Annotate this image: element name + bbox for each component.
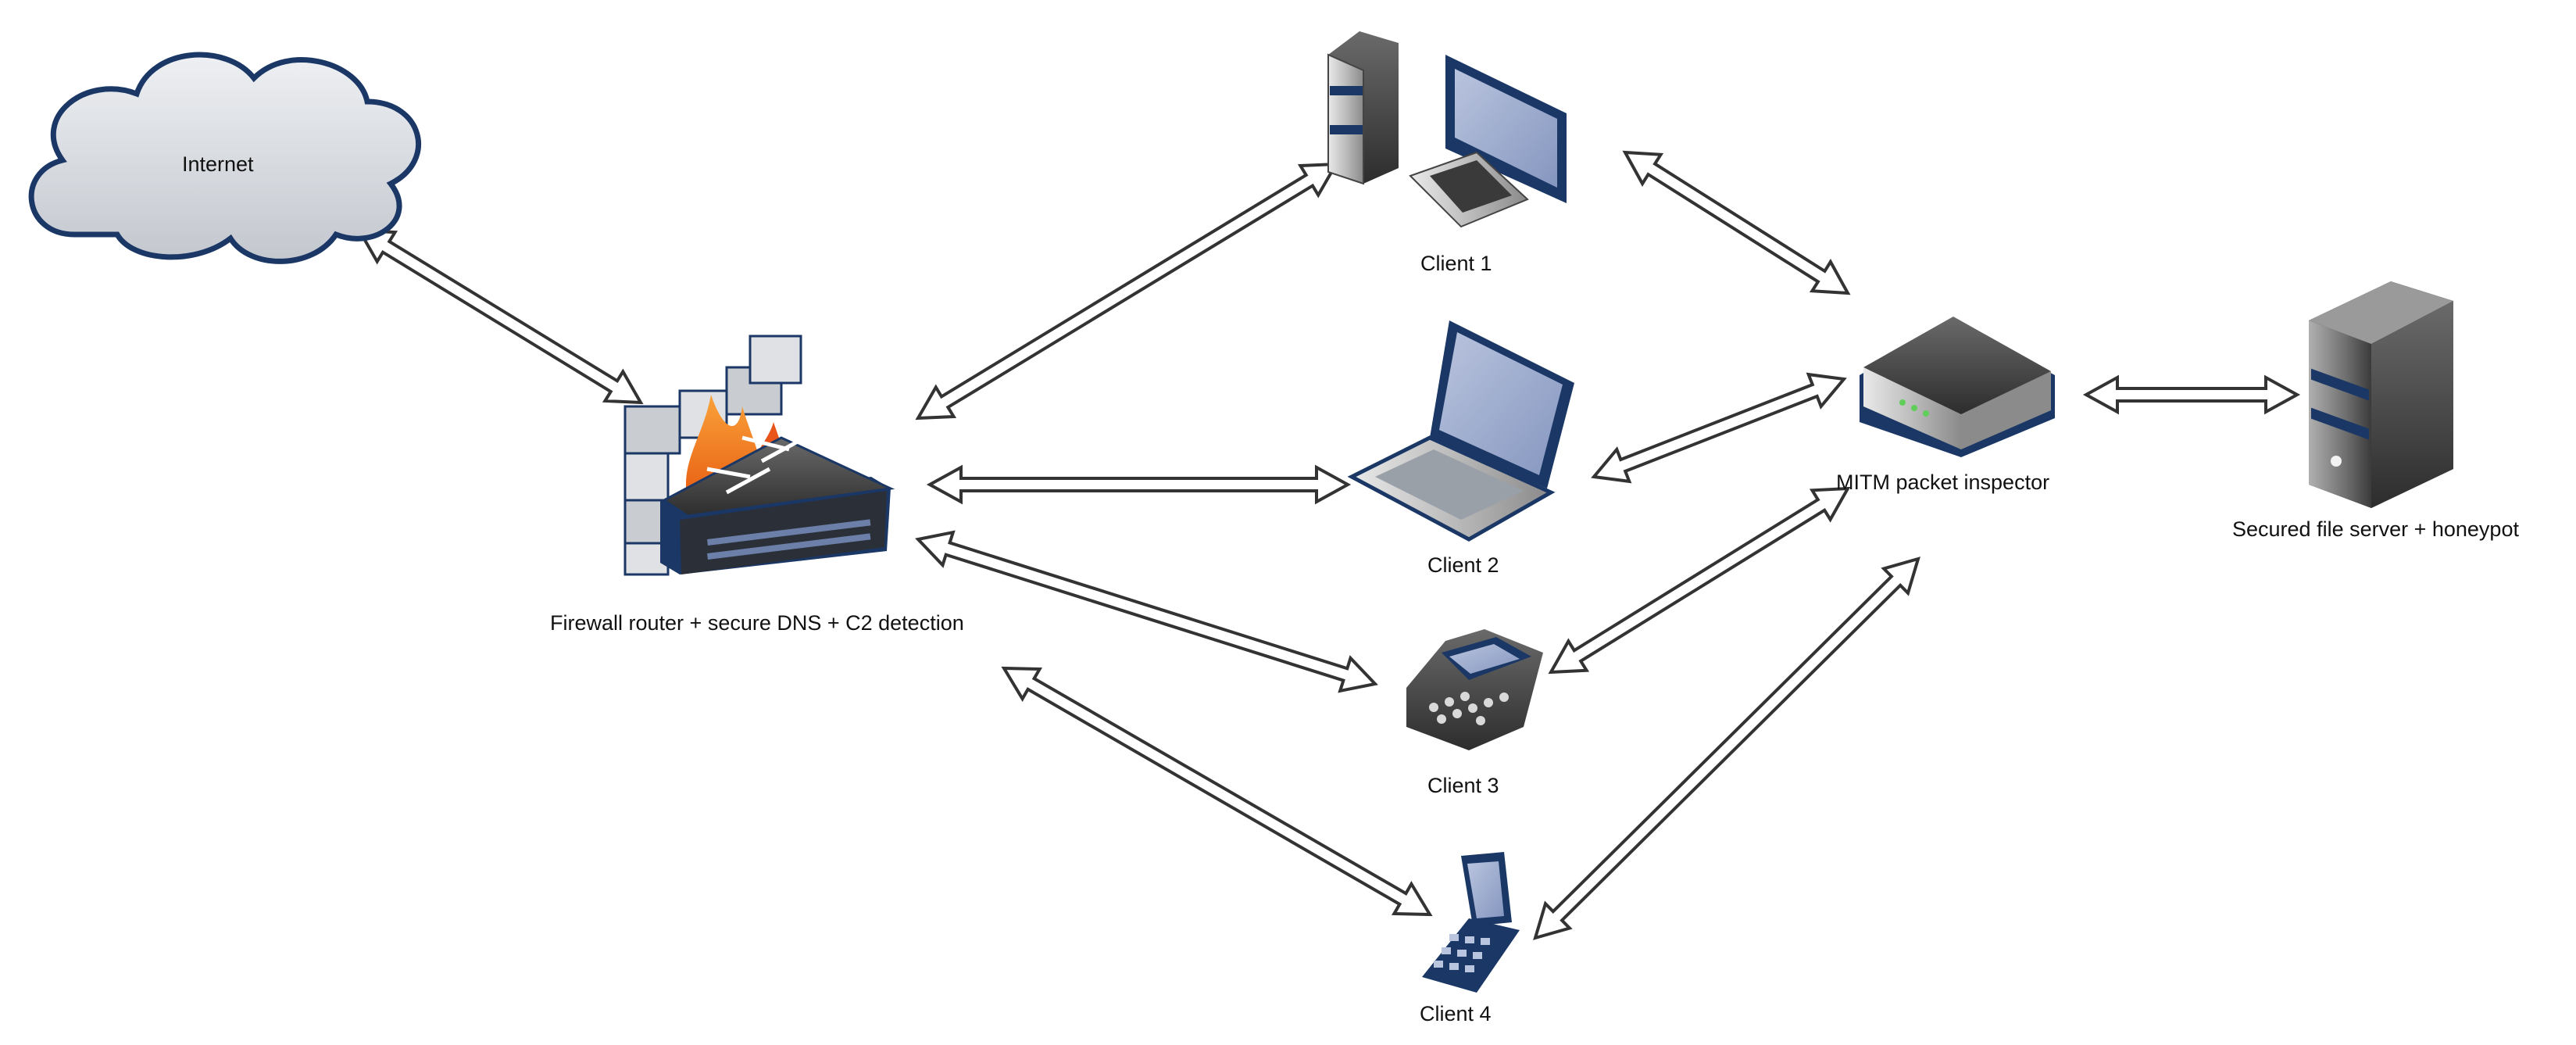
arrow-firewall-client4 [1001,666,1433,917]
flip-phone-icon [1422,852,1520,993]
client3-label: Client 3 [1427,774,1499,797]
arrow-client1-mitm [1622,150,1851,295]
arrow-internet-firewall [356,228,644,405]
mitm-label: MITM packet inspector [1836,471,2050,494]
smartphone-icon [1406,629,1543,750]
arrow-client4-mitm [1533,556,1920,940]
laptop-icon [1347,320,1574,542]
fileserver-label: Secured file server + honeypot [2232,517,2519,541]
arrow-client2-mitm [1591,372,1847,484]
client2-label: Client 2 [1427,553,1499,577]
firewall-router-icon [623,335,895,576]
arrow-mitm-fileserver [2082,374,2301,415]
arrow-firewall-client1 [915,162,1339,421]
cloud-icon [28,52,422,264]
network-appliance-icon [1860,317,2055,457]
connection-arrows [356,150,2301,940]
client4-label: Client 4 [1420,1002,1492,1025]
client1-label: Client 1 [1420,252,1492,275]
arrow-firewall-client3 [915,530,1378,693]
desktop-computer-icon [1327,31,1567,228]
server-tower-icon [2309,281,2453,508]
firewall-label: Firewall router + secure DNS + C2 detect… [550,611,964,635]
arrow-firewall-client2 [926,464,1352,505]
internet-label: Internet [182,152,254,176]
arrow-client3-mitm [1548,486,1851,675]
